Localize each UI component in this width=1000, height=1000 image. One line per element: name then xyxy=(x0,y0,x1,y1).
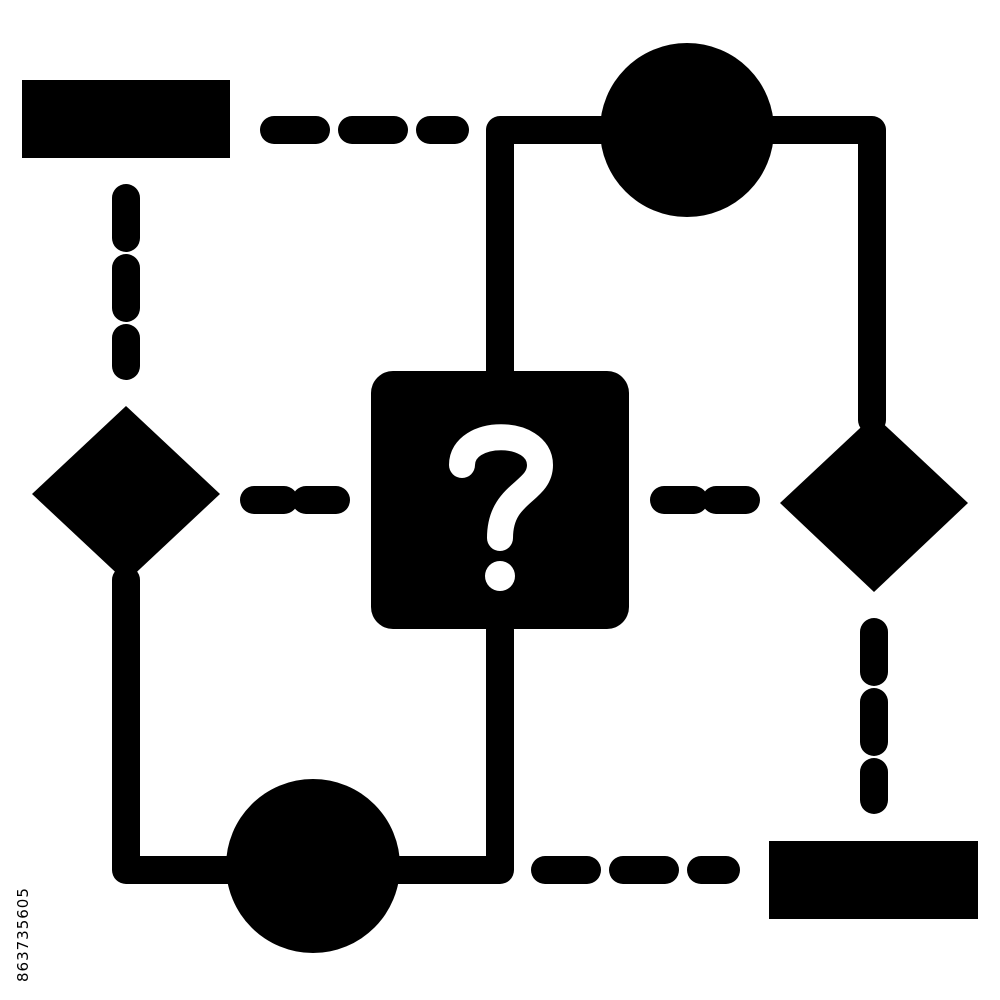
right-diamond xyxy=(780,415,968,592)
bottom-right-rectangle xyxy=(769,841,978,919)
question-mark-dot xyxy=(485,561,515,591)
question-mark-icon xyxy=(449,424,553,591)
top-left-rectangle xyxy=(22,80,230,158)
top-right-circle xyxy=(600,43,774,217)
left-diamond xyxy=(32,406,220,582)
bottom-circle xyxy=(226,779,400,953)
question-mark-hook xyxy=(449,424,553,551)
side-id-text: 863735605 xyxy=(14,887,32,982)
dashed-connectors xyxy=(112,116,888,884)
